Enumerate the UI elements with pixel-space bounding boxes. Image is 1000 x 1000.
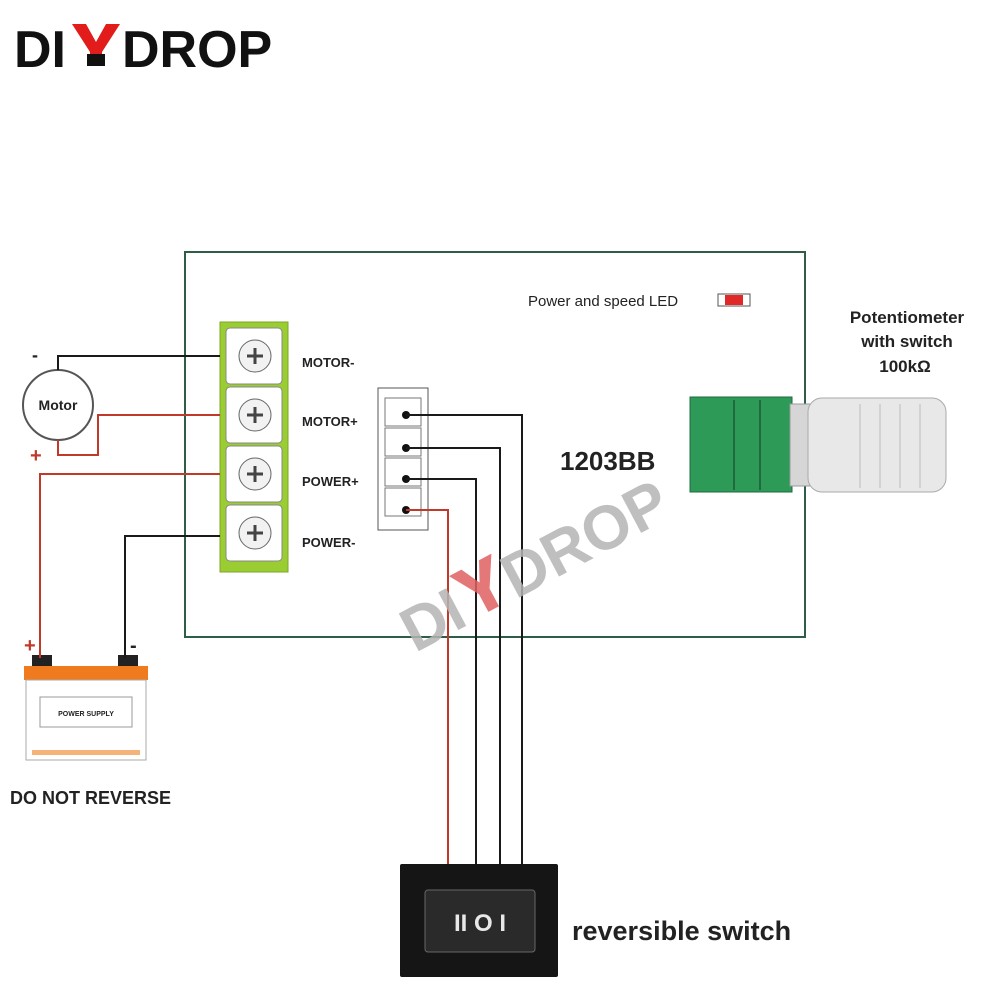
wire-switch-2 <box>406 447 501 866</box>
motor-pos-sign: + <box>30 445 42 467</box>
pot-label-line1: Potentiometer <box>850 308 965 327</box>
terminal-label-power-pos: POWER+ <box>302 474 359 489</box>
screw-icon <box>238 398 272 432</box>
switch-glyphs: II O I <box>454 910 506 937</box>
watermark-y-mark <box>449 553 499 612</box>
brand-text-left: DI <box>14 21 66 79</box>
led-indicator <box>717 293 751 307</box>
potentiometer <box>689 396 947 493</box>
reversible-switch <box>400 864 558 977</box>
terminal-block <box>219 321 289 573</box>
switch-connector <box>377 387 429 531</box>
switch-label: reversible switch <box>572 916 791 946</box>
battery-warning: DO NOT REVERSE <box>10 788 171 808</box>
battery-pos-sign: + <box>24 635 36 657</box>
screw-icon <box>238 516 272 550</box>
wire-power-pos <box>39 473 220 658</box>
brand-y-mark <box>72 24 120 66</box>
led-label: Power and speed LED <box>528 293 678 310</box>
wire-motor-pos <box>57 414 220 456</box>
terminal-label-motor-pos: MOTOR+ <box>302 414 358 429</box>
wire-power-neg <box>124 535 220 658</box>
motor-label: Motor <box>39 397 78 413</box>
wire-motor-neg <box>57 355 220 370</box>
terminal-label-motor-neg: MOTOR- <box>302 355 354 370</box>
wire-switch-1 <box>406 414 523 866</box>
pot-label-line3: 100kΩ <box>879 357 930 376</box>
battery-icon <box>24 655 148 761</box>
board-model-label: 1203BB <box>560 446 655 476</box>
terminal-label-power-neg: POWER- <box>302 535 355 550</box>
brand-logo: DI DROP <box>14 21 272 79</box>
pot-label-line2: with switch <box>860 332 953 351</box>
wire-switch-4 <box>406 509 449 866</box>
screw-icon <box>238 339 272 373</box>
screw-icon <box>238 457 272 491</box>
brand-text-right: DROP <box>122 21 272 79</box>
battery-neg-sign: - <box>130 635 137 657</box>
battery-label: POWER SUPPLY <box>58 711 114 718</box>
wire-switch-3 <box>406 478 477 866</box>
motor-neg-sign: - <box>32 345 38 365</box>
wires <box>39 355 523 866</box>
